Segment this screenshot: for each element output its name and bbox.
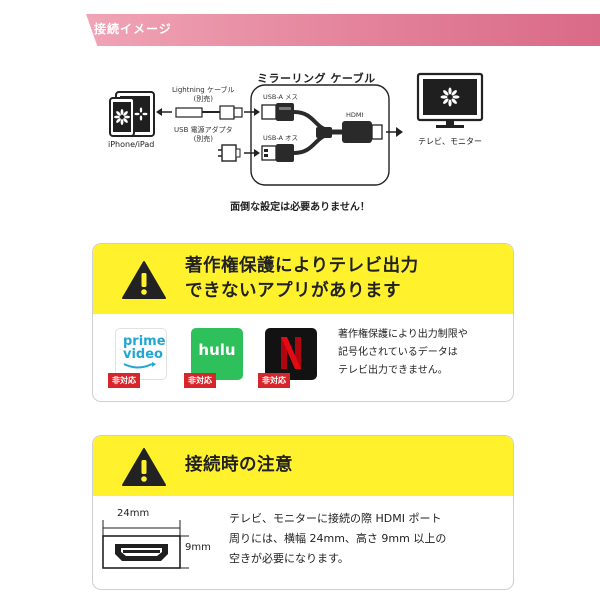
device-label: iPhone/iPad <box>108 140 155 149</box>
lightning-label-line1: Lightning ケーブル <box>172 86 235 94</box>
height-dimension-label: 9mm <box>185 542 211 553</box>
section-banner <box>86 14 600 46</box>
caution-line2: 周りには、横幅 24mm、高さ 9mm 以上の <box>229 532 447 545</box>
arrow-right-icon-3 <box>386 127 403 137</box>
diagram-graphics <box>109 72 484 186</box>
connection-caution-card: 接続時の注意 24mm 9mm テレビ、モニターに接続の際 HDMI ポート 周… <box>92 435 514 590</box>
caution-line1: テレビ、モニターに接続の際 HDMI ポート <box>229 512 442 525</box>
prime-smile-icon <box>123 362 156 369</box>
usb-adapter-label: USB 電源アダプタ (別売) <box>174 126 233 144</box>
tv-icon <box>416 72 484 128</box>
unsupported-badge-netflix: 非対応 <box>258 373 290 388</box>
copyright-description: 著作権保護により出力制限や 記号化されているデータは テレビ出力できません。 <box>338 326 508 380</box>
description-line3: テレビ出力できません。 <box>338 365 448 376</box>
hulu-logo-text: hulu <box>198 341 236 359</box>
prime-logo-line1: prime <box>123 334 166 349</box>
arrow-left-icon <box>156 108 172 116</box>
caution-description: テレビ、モニターに接続の際 HDMI ポート 周りには、横幅 24mm、高さ 9… <box>229 509 509 569</box>
mirroring-cable-title: ミラーリング ケーブル <box>257 72 376 85</box>
section-title: 接続イメージ <box>94 22 172 36</box>
usb-a-female-icon <box>261 103 294 121</box>
description-line2: 記号化されているデータは <box>338 347 458 358</box>
usb-power-adapter-icon <box>218 144 241 162</box>
lightning-cable-label: Lightning ケーブル (別売) <box>172 86 235 104</box>
lightning-label-line2: (別売) <box>193 95 213 103</box>
card-title: 接続時の注意 <box>185 455 293 475</box>
prime-video-logo: prime video <box>115 328 167 380</box>
warning-icon <box>122 448 166 486</box>
usb-adapter-label-line2: (別売) <box>193 135 214 143</box>
hdmi-plug-icon <box>342 121 383 143</box>
usb-adapter-label-line1: USB 電源アダプタ <box>174 126 233 134</box>
tv-label: テレビ、モニター <box>418 137 482 146</box>
netflix-n-icon <box>281 337 301 369</box>
netflix-logo <box>265 328 317 380</box>
usb-a-male-icon <box>261 144 294 162</box>
mirroring-cable-frame <box>250 84 390 186</box>
usb-a-female-label: USB-A メス <box>263 93 299 101</box>
hulu-logo: hulu <box>191 328 243 380</box>
unsupported-badge-hulu: 非対応 <box>184 373 216 388</box>
card-title-line1: 著作権保護によりテレビ出力 <box>185 256 419 276</box>
arrow-right-icon-2 <box>244 149 260 157</box>
iphone-icon <box>109 97 148 137</box>
width-dimension-label: 24mm <box>117 508 150 519</box>
connection-diagram: ミラーリング ケーブル Lightning ケーブル (別売) USB 電源アダ… <box>0 55 600 195</box>
hdmi-port-dimension-icon <box>102 520 189 569</box>
usb-a-male-label: USB-A オス <box>263 134 299 142</box>
caution-line3: 空きが必要になります。 <box>229 552 349 565</box>
warning-icon <box>122 261 166 299</box>
copyright-warning-card: 著作権保護によりテレビ出力 できないアプリがあります prime video h… <box>92 243 514 402</box>
no-setup-note: 面倒な設定は必要ありません！ <box>230 202 370 213</box>
hdmi-label: HDMI <box>346 111 364 119</box>
card-header <box>93 244 513 314</box>
card-title-line2: できないアプリがあります <box>185 281 401 301</box>
prime-logo-line2: video <box>123 347 163 362</box>
description-line1: 著作権保護により出力制限や <box>338 329 468 340</box>
arrow-right-icon-1 <box>244 108 260 116</box>
card-title: 著作権保護によりテレビ出力 できないアプリがあります <box>185 254 419 304</box>
lightning-cable-icon <box>175 105 243 120</box>
unsupported-badge-prime: 非対応 <box>108 373 140 388</box>
